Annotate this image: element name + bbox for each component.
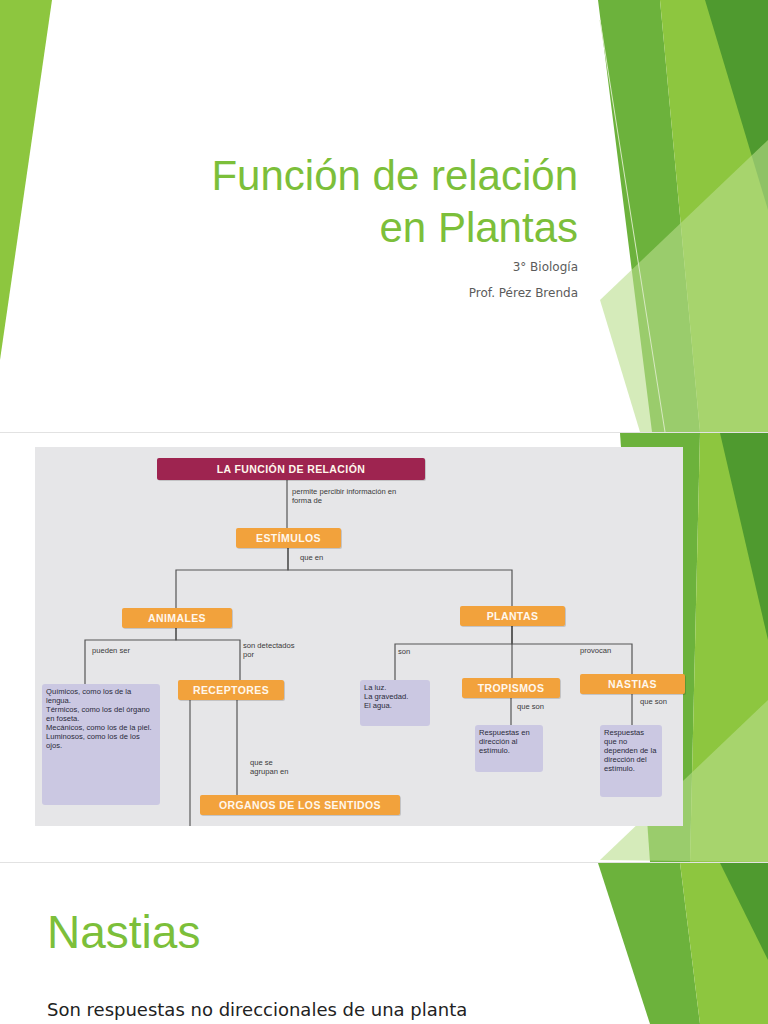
green-strip bbox=[0, 0, 52, 360]
slide-panel bbox=[0, 0, 768, 432]
concept-box: ANIMALES bbox=[122, 608, 232, 628]
green-triangle bbox=[680, 863, 768, 1024]
connector-line bbox=[510, 698, 511, 725]
note-text: La gravedad. bbox=[364, 692, 426, 701]
connector-line bbox=[236, 700, 237, 795]
connector-line bbox=[176, 628, 240, 680]
note-box: Químicos, como los de la lengua.Térmicos… bbox=[42, 684, 160, 805]
slide-title: Función de relación en Plantas bbox=[183, 150, 578, 254]
concept-label: LA FUNCIÓN DE RELACIÓN bbox=[157, 463, 425, 475]
note-text: Respuestas que no dependen de la direcci… bbox=[604, 728, 658, 773]
slide-heading: Nastias bbox=[47, 905, 347, 960]
connector-line bbox=[631, 694, 632, 725]
connector-label: son detectados por bbox=[243, 641, 303, 659]
connector-line bbox=[395, 626, 512, 680]
slide-border bbox=[0, 432, 768, 433]
author-text: Prof. Pérez Brenda bbox=[278, 286, 578, 300]
leader-line bbox=[189, 700, 190, 826]
photo-background bbox=[35, 447, 683, 826]
connector-label: provocan bbox=[580, 646, 630, 655]
concept-box: RECEPTORES bbox=[178, 680, 284, 700]
slide-panel bbox=[0, 433, 768, 862]
note-text: El agua. bbox=[364, 701, 426, 710]
concept-box: ESTÍMULOS bbox=[236, 528, 341, 548]
note-box: La luz.La gravedad.El agua. bbox=[360, 680, 430, 726]
green-triangle bbox=[720, 863, 768, 960]
note-text: Térmicos, como los del órgano en foseta. bbox=[46, 705, 156, 723]
connector-label: pueden ser bbox=[92, 646, 142, 655]
concept-label: ANIMALES bbox=[122, 612, 232, 624]
concept-label: NASTIAS bbox=[580, 678, 685, 690]
subtitle-text: 3° Biología bbox=[278, 260, 578, 274]
concept-label: TROPISMOS bbox=[462, 682, 560, 694]
concept-label: ORGANOS DE LOS SENTIDOS bbox=[200, 799, 400, 811]
connector-line bbox=[288, 548, 512, 606]
note-text: Respuestas en dirección al estímulo. bbox=[479, 728, 539, 755]
connector-line bbox=[85, 628, 176, 684]
connector-line bbox=[176, 548, 288, 608]
concept-label: RECEPTORES bbox=[178, 684, 284, 696]
connector-label: que en bbox=[300, 553, 340, 562]
connector-label: permite percibir información en forma de bbox=[292, 487, 412, 505]
note-box: Respuestas que no dependen de la direcci… bbox=[600, 725, 662, 797]
note-text: Químicos, como los de la lengua. bbox=[46, 687, 156, 705]
note-text: Luminosos, como los de los ojos. bbox=[46, 732, 156, 750]
slide-panel bbox=[0, 863, 768, 1024]
green-triangle bbox=[720, 433, 768, 640]
slide-border bbox=[0, 862, 768, 863]
green-triangle bbox=[600, 140, 768, 432]
concept-label: PLANTAS bbox=[460, 610, 565, 622]
body-text: Son respuestas no direccionales de una p… bbox=[47, 999, 607, 1021]
note-text: La luz. bbox=[364, 683, 426, 692]
note-box: Respuestas en dirección al estímulo. bbox=[475, 725, 543, 772]
connector-label: son bbox=[398, 647, 428, 656]
connector-label: que se agrupan en bbox=[250, 758, 300, 776]
concept-box: NASTIAS bbox=[580, 674, 685, 694]
concept-box: ORGANOS DE LOS SENTIDOS bbox=[200, 795, 400, 815]
deco-line bbox=[600, 20, 665, 432]
connector-label: que son bbox=[640, 697, 680, 706]
connector-line bbox=[286, 480, 287, 528]
connector-label: que son bbox=[517, 702, 557, 711]
green-triangle bbox=[600, 700, 768, 862]
note-text: Mecánicos, como los de la piel. bbox=[46, 723, 156, 732]
concept-box: LA FUNCIÓN DE RELACIÓN bbox=[157, 458, 425, 480]
concept-box: TROPISMOS bbox=[462, 678, 560, 698]
connector-line bbox=[512, 626, 632, 674]
concept-box: PLANTAS bbox=[460, 606, 565, 626]
concept-label: ESTÍMULOS bbox=[236, 532, 341, 544]
